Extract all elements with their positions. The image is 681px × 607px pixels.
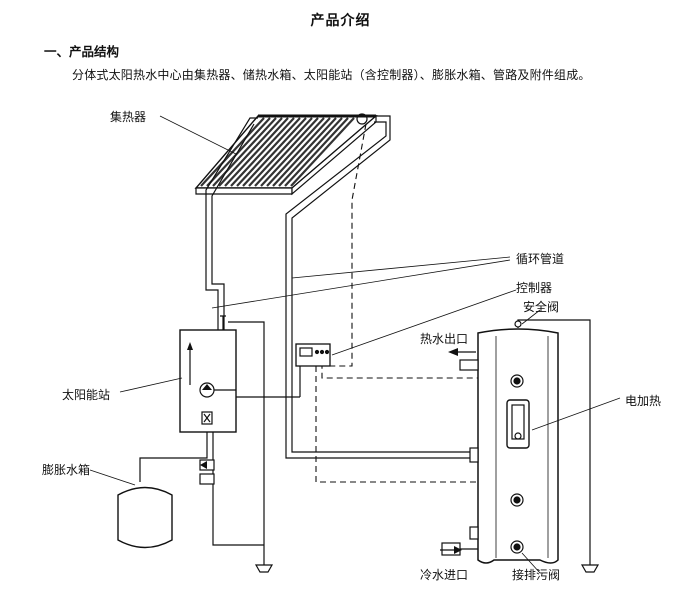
label-expansion-tank: 膨胀水箱 (42, 463, 91, 477)
collector-leader (159, 115, 237, 155)
controller (295, 343, 331, 367)
solar-collector (194, 113, 378, 196)
expansion-tank (117, 476, 173, 549)
intro-paragraph: 分体式太阳热水中心由集热器、储热水箱、太阳能站（含控制器）、膨胀水箱、管路及附件… (72, 68, 591, 82)
station-valves (199, 459, 215, 485)
label-cold-water-inlet: 冷水进口 (420, 568, 469, 582)
label-solar-station: 太阳能站 (62, 388, 111, 402)
circulation-pipes (205, 115, 470, 459)
drain-funnels (254, 564, 600, 573)
label-circulation-pipe: 循环管道 (516, 252, 565, 266)
label-controller: 控制器 (516, 281, 553, 295)
label-drain-valve: 接排污阀 (512, 568, 561, 582)
label-hot-water-outlet: 热水出口 (420, 332, 469, 346)
solar-station (179, 329, 301, 433)
label-collector: 集热器 (110, 110, 147, 124)
label-safety-valve: 安全阀 (523, 300, 560, 314)
page-title: 产品介绍 (310, 13, 371, 29)
section-heading: 一、产品结构 (44, 44, 120, 59)
sensor-cables (315, 123, 505, 483)
label-electric-heater: 电加热 (625, 394, 662, 408)
storage-tank (477, 328, 559, 564)
